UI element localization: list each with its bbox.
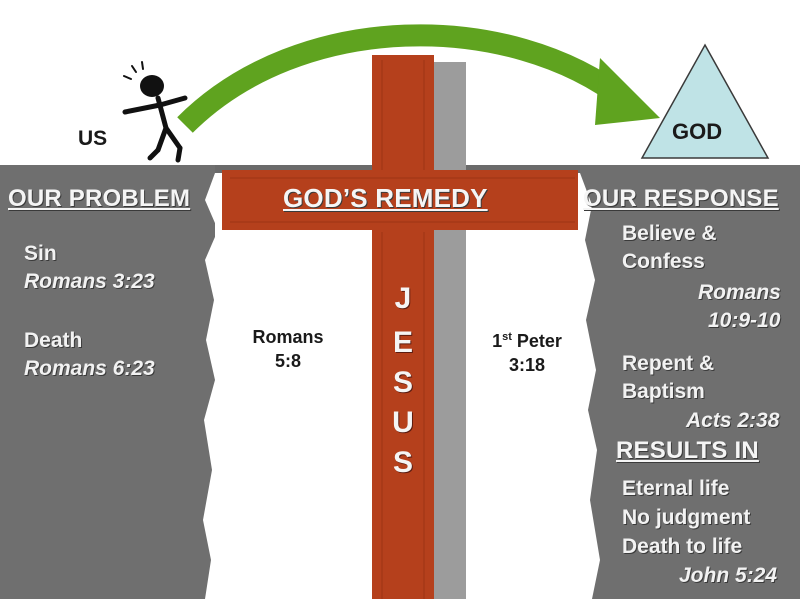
- peter-sup: st: [502, 331, 512, 343]
- arrow-head: [595, 58, 660, 125]
- god-label: GOD: [672, 119, 723, 144]
- us-label: US: [78, 127, 108, 150]
- romans-line1: Romans: [252, 327, 324, 347]
- jesus-letter: S: [392, 446, 413, 479]
- cross-grain: [230, 60, 575, 599]
- jesus-letter: S: [392, 366, 413, 399]
- peter-line1: 1st Peter: [472, 325, 582, 353]
- repent-line2: Baptism: [622, 380, 705, 403]
- romans-5-8-ref: Romans 5:8: [238, 325, 338, 373]
- results-ref: John 5:24: [679, 564, 778, 587]
- peter-word: Peter: [511, 331, 562, 351]
- believe-line2: Confess: [622, 250, 705, 273]
- result-death-to-life: Death to life: [622, 535, 743, 558]
- results-in-heading: RESULTS IN: [616, 437, 759, 464]
- result-eternal-life: Eternal life: [622, 477, 730, 500]
- our-response-heading: OUR RESPONSE: [583, 185, 779, 212]
- repent-ref: Acts 2:38: [686, 409, 780, 432]
- left-cliff: [0, 165, 215, 599]
- jesus-letter: E: [392, 326, 413, 359]
- death-ref: Romans 6:23: [24, 357, 155, 380]
- god-triangle: [640, 43, 770, 159]
- jesus-letter: J: [394, 282, 412, 315]
- arrow-shaft: [177, 24, 632, 133]
- result-no-judgment: No judgment: [622, 506, 751, 529]
- left-chasm-edge: [203, 173, 230, 599]
- romans-line2: 5:8: [274, 351, 301, 371]
- peter-3-18-ref: 1st Peter 3:18: [472, 325, 582, 377]
- repent-line1: Repent &: [622, 352, 715, 375]
- cross-shadow: [434, 62, 466, 599]
- our-problem-heading: OUR PROBLEM: [8, 185, 191, 212]
- peter-line2: 3:18: [508, 355, 546, 375]
- stick-figure-icon: [122, 61, 188, 163]
- cross-horizontal-beam: [222, 170, 578, 230]
- sin-ref: Romans 3:23: [24, 270, 155, 293]
- right-cliff: [580, 165, 800, 599]
- gods-remedy-heading: GOD’S REMEDY: [283, 183, 488, 213]
- believe-line1: Believe &: [622, 222, 717, 245]
- jesus-letter: U: [392, 406, 414, 439]
- peter-num: 1: [492, 331, 503, 351]
- death-label: Death: [24, 329, 83, 352]
- believe-ref1: Romans: [698, 281, 781, 304]
- believe-ref2: 10:9-10: [708, 309, 781, 332]
- right-chasm-edge: [560, 173, 600, 599]
- jesus-vertical-text: J E S U S: [383, 282, 423, 486]
- sin-label: Sin: [24, 242, 57, 265]
